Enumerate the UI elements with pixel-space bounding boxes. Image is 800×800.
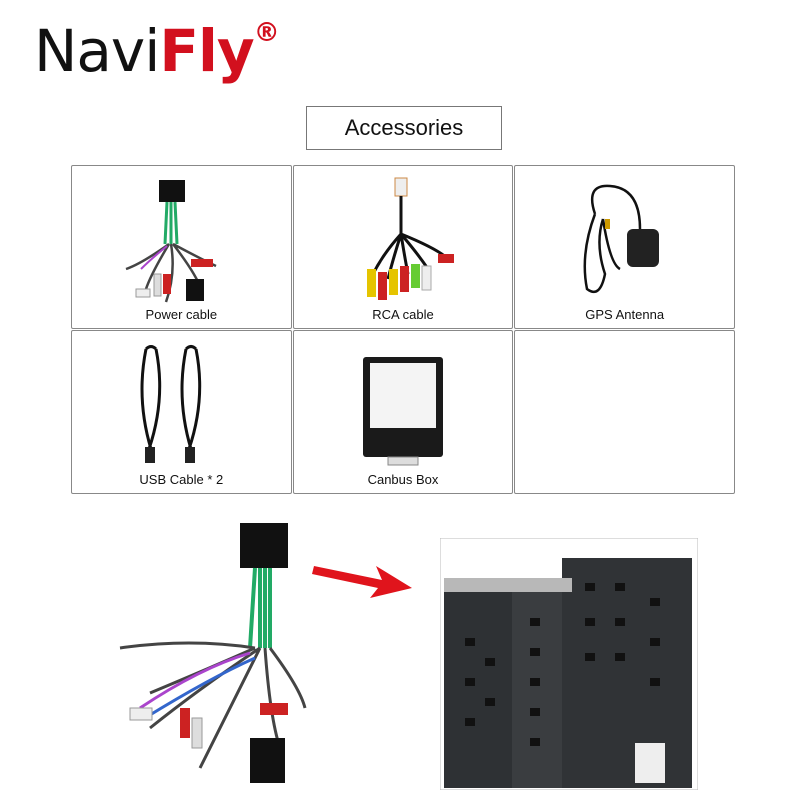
section-title: Accessories	[306, 106, 502, 150]
registered-mark: ®	[253, 18, 280, 48]
red-arrow-icon	[312, 566, 412, 598]
accessory-rca-cable: RCA cable	[292, 165, 514, 329]
empty-cell	[514, 330, 735, 494]
logo-fly: Fly	[159, 17, 254, 85]
gps-antenna-image	[583, 184, 659, 294]
accessories-grid: Power cable RCA cable GPS Antenn	[71, 165, 735, 494]
power-cable-image	[125, 180, 217, 303]
power-harness-photo	[119, 523, 307, 783]
caption: GPS Antenna	[585, 307, 665, 322]
caption: RCA cable	[372, 307, 434, 322]
caption: Canbus Box	[367, 472, 439, 487]
canbus-box-image	[362, 357, 443, 466]
accessory-gps-antenna: GPS Antenna	[514, 165, 735, 329]
navifly-logo: NaviFly®	[34, 20, 280, 80]
logo-navi: Navi	[34, 17, 160, 85]
caption: Power cable	[145, 307, 218, 322]
caption: USB Cable * 2	[139, 472, 224, 487]
accessory-usb-cable: USB Cable * 2	[71, 330, 292, 494]
rca-cable-image	[366, 177, 454, 300]
usb-cables-image	[140, 345, 202, 463]
accessory-power-cable: Power cable	[71, 165, 292, 329]
connector-closeup-photo	[440, 538, 698, 790]
accessory-canbus-box: Canbus Box	[292, 330, 514, 494]
